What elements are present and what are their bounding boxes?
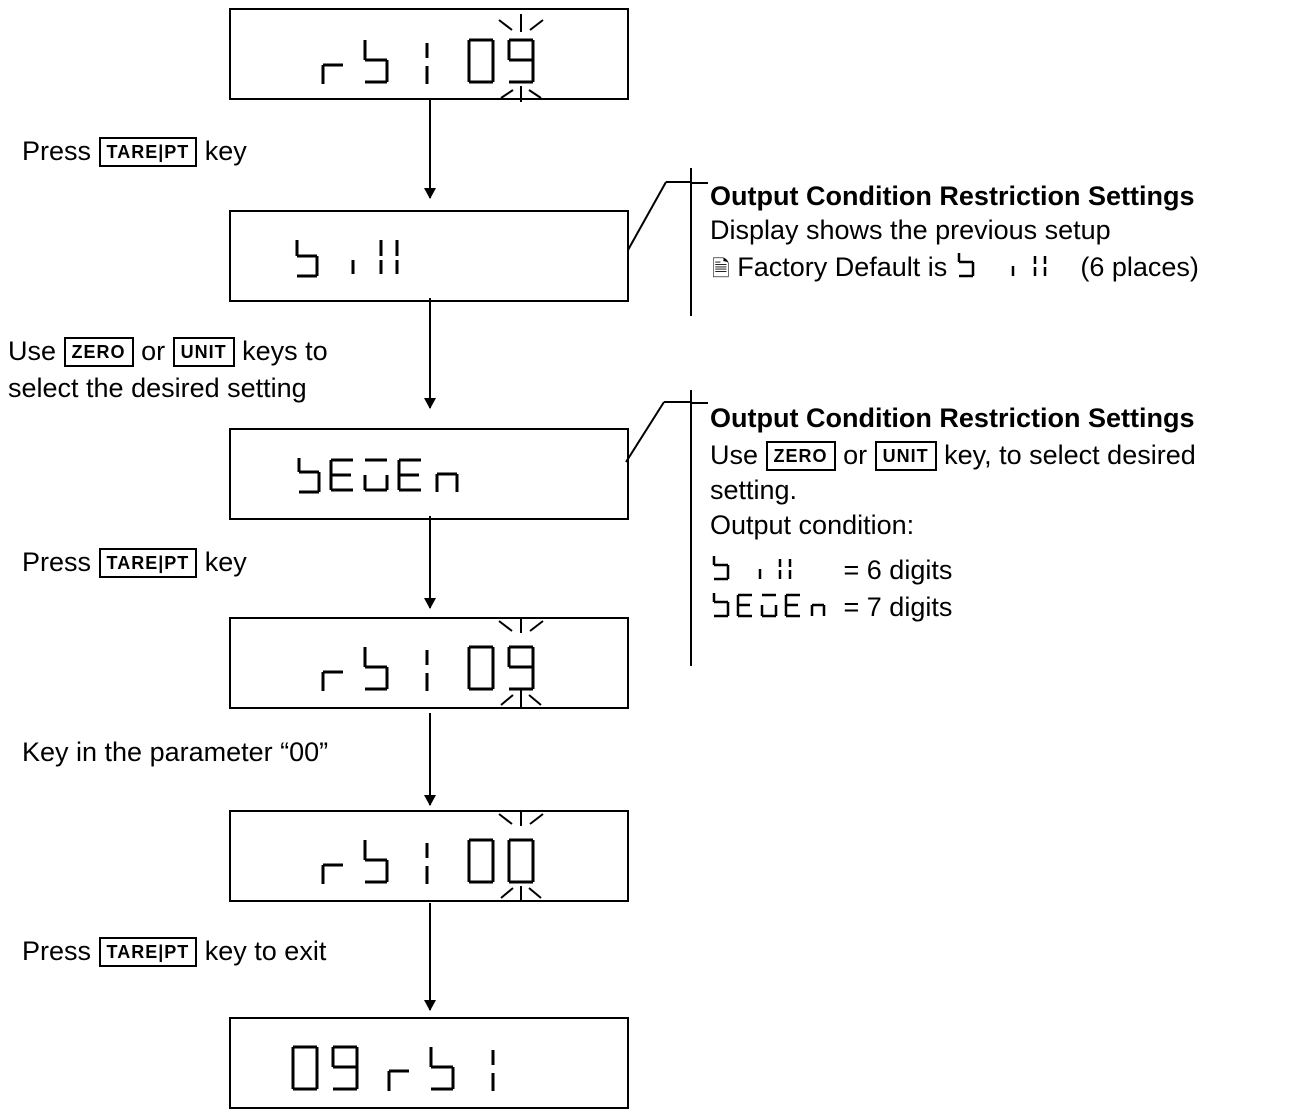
step-2-instruction: Use ZERO or UNIT keys to (8, 335, 328, 367)
tare-pt-key: TARE|PT (98, 548, 198, 578)
note-1-line1: Display shows the previous setup (710, 215, 1111, 245)
step-3-instruction: Press TARE|PT key (22, 546, 247, 578)
lcd-display-5 (229, 810, 629, 902)
zero-key: ZERO (63, 337, 134, 367)
note-2-use: Use (710, 440, 759, 470)
note-2-rest: key, to select desired (944, 440, 1196, 470)
note-2-or: or (843, 440, 868, 470)
memo-icon: 🗎 (712, 256, 730, 281)
note-bracket (690, 168, 692, 316)
lcd-display-3 (229, 428, 629, 520)
tare-pt-key: TARE|PT (98, 137, 198, 167)
step-2-or: or (141, 336, 166, 366)
seg-bEUEn (712, 593, 826, 618)
note-2-line3: Output condition: (710, 510, 915, 540)
flow-arrow (424, 298, 436, 409)
step-3-suffix: key (204, 547, 247, 577)
step-5-instruction: Press TARE|PT key to exit (22, 935, 326, 967)
lcd-display-2 (229, 210, 629, 302)
flow-arrow (424, 903, 436, 1011)
seg-b-11 (957, 253, 1047, 278)
note-2-line2: setting. (710, 475, 798, 505)
step-2-suffix: keys to (242, 336, 328, 366)
unit-key: UNIT (874, 441, 937, 471)
note-1-title: Output Condition Restriction Settings (710, 181, 1195, 211)
zero-key: ZERO (765, 441, 836, 471)
step-1-prefix: Press (22, 136, 92, 166)
note-2-opt1: = 6 digits (843, 555, 953, 585)
flow-arrow (424, 516, 436, 609)
step-5-prefix: Press (22, 936, 92, 966)
step-1-suffix: key (204, 136, 247, 166)
tare-pt-key: TARE|PT (98, 937, 198, 967)
lcd-display-4 (229, 617, 629, 709)
step-5-suffix: key to exit (204, 936, 327, 966)
note-2-title: Output Condition Restriction Settings (710, 403, 1195, 433)
seg-b-11 (712, 556, 792, 581)
flow-arrow (424, 98, 436, 199)
note-1-line2-prefix: Factory Default is (737, 252, 948, 282)
step-3-prefix: Press (22, 547, 92, 577)
note-1-line2: 🗎 Factory Default is (6 places) (712, 250, 1199, 285)
note-bracket (690, 390, 692, 666)
note-1-line2-suffix: (6 places) (1080, 252, 1199, 282)
note-bracket (690, 402, 708, 404)
lcd-display-6 (229, 1017, 629, 1109)
step-2-line2: select the desired setting (8, 373, 307, 403)
note-2-opt2: = 7 digits (843, 592, 953, 622)
note-2-line1: Use ZERO or UNIT key, to select desired (710, 439, 1196, 471)
unit-key: UNIT (172, 337, 235, 367)
note-2-option-6: = 6 digits (710, 553, 952, 586)
step-4-instruction: Key in the parameter “00” (22, 737, 329, 767)
note-bracket (690, 182, 708, 184)
step-2-prefix: Use (8, 336, 57, 366)
step-1-instruction: Press TARE|PT key (22, 135, 247, 167)
note-2-option-7: = 7 digits (710, 590, 952, 623)
lcd-display-1 (229, 8, 629, 102)
leader-line (627, 181, 692, 251)
flow-arrow (424, 713, 436, 806)
leader-line (625, 401, 690, 463)
